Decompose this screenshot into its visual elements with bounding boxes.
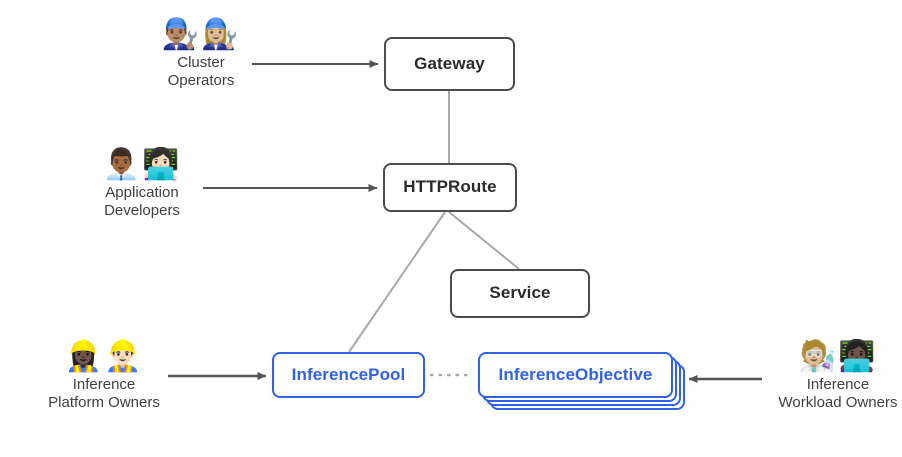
node-gateway[interactable]: Gateway [384, 37, 515, 91]
node-httproute[interactable]: HTTPRoute [383, 163, 517, 212]
scientist-technologist-pair-emoji: 🧑🏼‍🔬👩🏿‍💻 [798, 340, 878, 373]
node-httproute-label: HTTPRoute [403, 177, 497, 197]
node-service-label: Service [489, 283, 551, 303]
node-gateway-label: Gateway [414, 53, 485, 73]
construction-worker-pair-emoji: 👷🏿‍♀️👷🏻‍♂️ [64, 340, 144, 373]
mechanic-pair-emoji: 👨🏽‍🔧👩🏼‍🔧 [161, 18, 241, 51]
node-inferencepool[interactable]: InferencePool [272, 352, 425, 398]
node-inferenceobjective-label: InferenceObjective [498, 364, 653, 384]
office-worker-technologist-pair-emoji: 👨🏾‍💼👩🏻‍💻 [102, 148, 182, 181]
edge-httproute-to-service [448, 211, 520, 270]
edge-httproute-to-inferencepool [348, 211, 446, 353]
node-inferenceobjective[interactable]: InferenceObjective [478, 352, 673, 398]
node-inferencepool-label: InferencePool [291, 364, 406, 384]
node-service[interactable]: Service [450, 269, 590, 318]
